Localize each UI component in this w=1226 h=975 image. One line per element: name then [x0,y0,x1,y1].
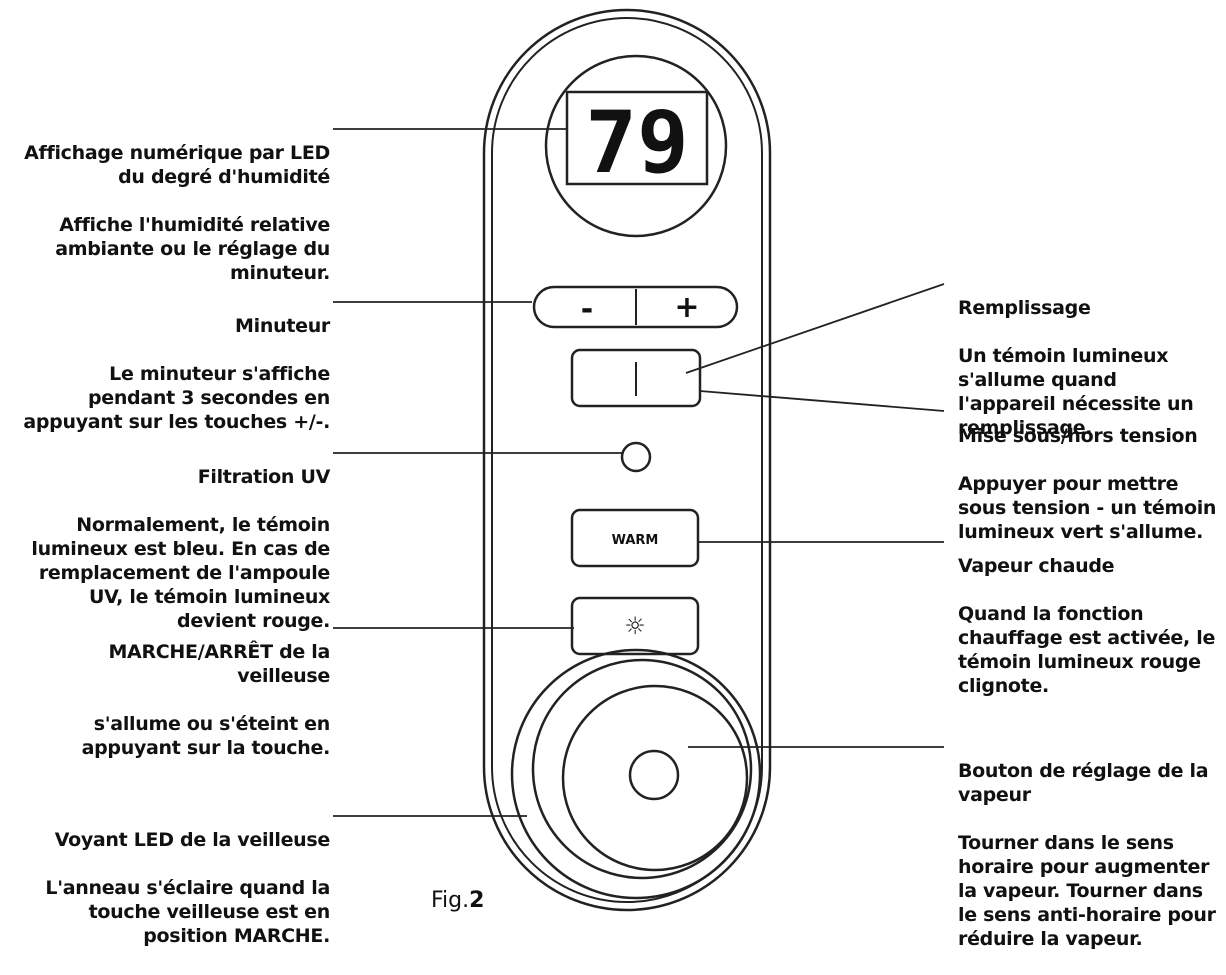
callout-mist-knob: Bouton de réglage de la vapeur Tourner d… [958,735,1220,975]
mist-knob-center [628,749,680,801]
callout-warm-mist-body: Quand la fonction chauffage est activée,… [958,603,1216,697]
callout-led-display-title: Affichage numérique par LED du degré d'h… [24,142,330,188]
timer-button[interactable] [532,285,739,329]
callout-timer: Minuteur Le minuteur s'affiche pendant 3… [18,290,330,458]
power-button[interactable] [570,348,702,408]
led-display-window [565,90,709,186]
callout-warm-mist-title: Vapeur chaude [958,555,1115,577]
callout-power: Mise sous/hors tension Appuyer pour mett… [958,400,1220,568]
callout-led-display: Affichage numérique par LED du degré d'h… [18,117,330,309]
callout-uv-title: Filtration UV [197,466,331,488]
uv-indicator-light [620,441,652,473]
warm-button-label: WARM [612,533,659,548]
callout-mist-knob-title: Bouton de réglage de la vapeur [958,760,1209,806]
panel-inner-outline [491,17,763,903]
leader-power [699,390,945,412]
nightlight-led-ring [510,648,762,900]
callout-refill-body: Un témoin lumineux s'allume quand l'appa… [958,345,1194,439]
timer-minus[interactable]: - [581,292,593,327]
warm-button[interactable] [570,508,700,568]
callout-led-display-body: Affiche l'humidité relative ambiante ou … [55,214,330,284]
mist-knob-outer[interactable] [531,658,753,880]
panel-outer-outline [482,8,772,912]
display-ring [544,54,728,238]
callout-nightlight: MARCHE/ARRÊT de la veilleuse s'allume ou… [60,616,331,784]
callout-nightlight-title: MARCHE/ARRÊT de la veilleuse [108,641,330,687]
callout-nightlight-led: Voyant LED de la veilleuse L'anneau s'éc… [18,804,330,972]
figure-number: 2 [469,888,485,913]
leader-refill [685,283,945,374]
callout-power-title: Mise sous/hors tension [958,425,1198,447]
callout-refill-title: Remplissage [958,297,1091,319]
callout-warm-mist: Vapeur chaude Quand la fonction chauffag… [958,530,1220,722]
mist-knob[interactable] [561,684,749,872]
callout-nightlight-body: s'allume ou s'éteint en appuyant sur la … [81,713,331,759]
control-panel-diagram: 79 - + WARM ☼ [333,8,945,912]
callout-uv: Filtration UV Normalement, le témoin lum… [18,441,330,657]
callout-timer-title: Minuteur [235,315,330,337]
sun-icon: ☼ [624,612,646,640]
callout-power-body: Appuyer pour mettre sous tension - un té… [958,473,1217,543]
timer-plus[interactable]: + [674,290,699,325]
callout-nightlight-led-body: L'anneau s'éclaire quand la touche veill… [45,877,330,947]
callout-nightlight-led-title: Voyant LED de la veilleuse [54,829,331,851]
figure-caption: Fig.2 [431,887,484,915]
figure-prefix: Fig. [431,888,470,913]
left-leader-lines [333,128,622,817]
humidity-readout: 79 [585,93,689,193]
callout-refill: Remplissage Un témoin lumineux s'allume … [958,272,1220,464]
callout-uv-body: Normalement, le témoin lumineux est bleu… [31,514,330,632]
nightlight-button[interactable] [570,596,700,656]
callout-mist-knob-body: Tourner dans le sens horaire pour augmen… [958,832,1216,950]
right-leader-lines [685,283,945,748]
callout-timer-body: Le minuteur s'affiche pendant 3 secondes… [23,363,330,433]
